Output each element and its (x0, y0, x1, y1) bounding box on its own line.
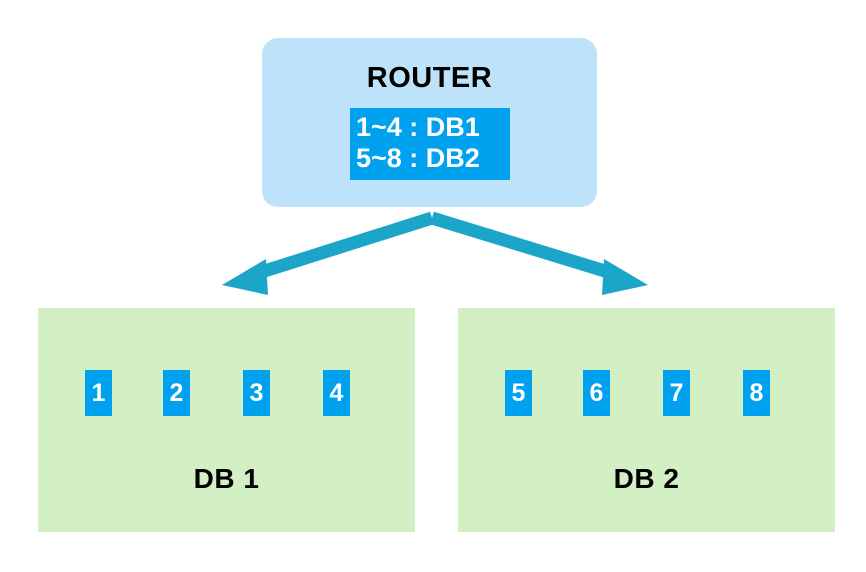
shard-row-db1: 1 2 3 4 (38, 370, 415, 416)
database-label-db2: DB 2 (613, 463, 680, 494)
arrow-right (430, 211, 648, 295)
arrow-left (222, 211, 434, 295)
database-node-db1: 1 2 3 4 DB 1 (38, 308, 415, 532)
shard-chip: 3 (243, 370, 270, 416)
shard-chip: 4 (323, 370, 350, 416)
shard-chip: 8 (743, 370, 770, 416)
shard-chip: 1 (85, 370, 112, 416)
routing-rule-1: 1~4 : DB1 (356, 112, 480, 142)
router-title: ROUTER (366, 62, 493, 94)
router-routing-rules: 1~4 : DB1 5~8 : DB2 (350, 108, 510, 180)
shard-chip: 5 (505, 370, 532, 416)
shard-row-db2: 5 6 7 8 (458, 370, 835, 416)
database-label-db1: DB 1 (193, 463, 260, 494)
database-node-db2: 5 6 7 8 DB 2 (458, 308, 835, 532)
router-node: ROUTER 1~4 : DB1 5~8 : DB2 (262, 38, 597, 207)
shard-chip: 7 (663, 370, 690, 416)
shard-chip: 6 (583, 370, 610, 416)
routing-rule-2: 5~8 : DB2 (356, 143, 480, 173)
shard-chip: 2 (163, 370, 190, 416)
